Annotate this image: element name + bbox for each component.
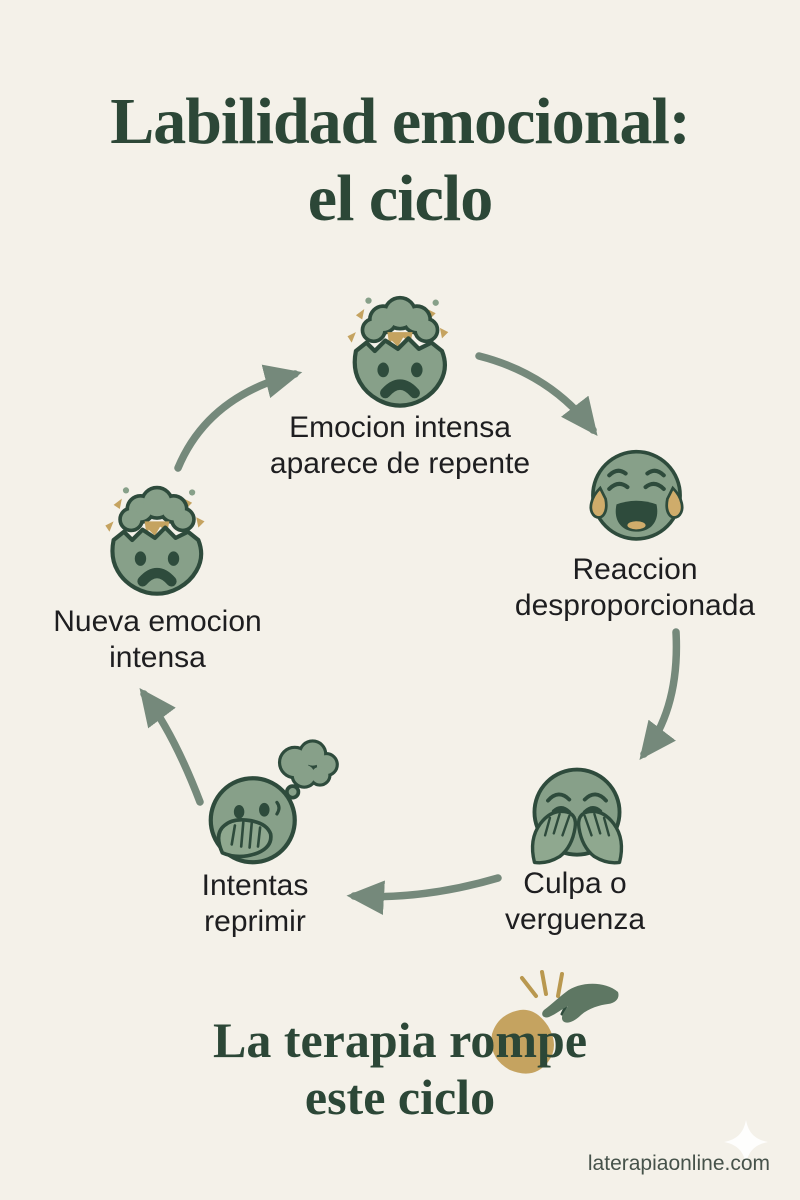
cycle-step-label-try-to-suppress: Intentas reprimir <box>150 868 360 940</box>
arrow-reaction-to-guilt <box>639 628 681 760</box>
helping-hand-icon <box>480 962 620 1080</box>
step-label-line: Intentas <box>201 869 309 902</box>
crying-face-emoji <box>582 439 691 548</box>
conclusion-line-1: La terapia rompe <box>212 1012 588 1068</box>
arrow-intense-to-reaction <box>475 352 598 436</box>
arrow-suppress-to-new-emotion <box>139 687 204 806</box>
step-label-line: Reaccion <box>572 553 698 586</box>
step-label-line: desproporcionada <box>514 589 756 622</box>
arrow-new-emotion-to-intense <box>174 364 303 472</box>
cycle-step-label-new-intense-emotion: Nueva emocion intensa <box>30 604 285 676</box>
step-label-line: reprimir <box>204 905 306 938</box>
exploding-head-emoji <box>337 288 463 414</box>
exploding-head-emoji <box>95 478 219 602</box>
sparkle-icon <box>722 1118 770 1166</box>
conclusion-line-2: este ciclo <box>304 1069 496 1125</box>
step-label-line: Nueva emocion <box>53 605 262 638</box>
step-label-line: Culpa o <box>523 867 627 900</box>
website-url: laterapiaonline.com <box>587 1152 770 1175</box>
hand-over-mouth-emoji <box>195 731 342 878</box>
step-label-line: intensa <box>109 641 206 674</box>
page-title-line-2: el ciclo <box>307 161 493 235</box>
cycle-step-label-disproportionate-reaction: Reaccion desproporcionada <box>490 552 780 624</box>
step-label-line: aparece de repente <box>269 447 531 480</box>
step-label-line: verguenza <box>504 903 646 936</box>
cycle-step-label-guilt-or-shame: Culpa o verguenza <box>460 866 690 938</box>
cycle-step-label-intense-emotion: Emocion intensa aparece de repente <box>250 410 550 482</box>
face-covering-eyes-emoji <box>519 758 635 874</box>
arrow-guilt-to-suppress <box>346 874 502 915</box>
page-title-line-1: Labilidad emocional: <box>110 85 691 158</box>
page-title: Labilidad emocional: el ciclo <box>0 84 800 237</box>
conclusion-text: La terapia rompe este ciclo <box>0 1012 800 1126</box>
step-label-line: Emocion intensa <box>289 411 511 444</box>
